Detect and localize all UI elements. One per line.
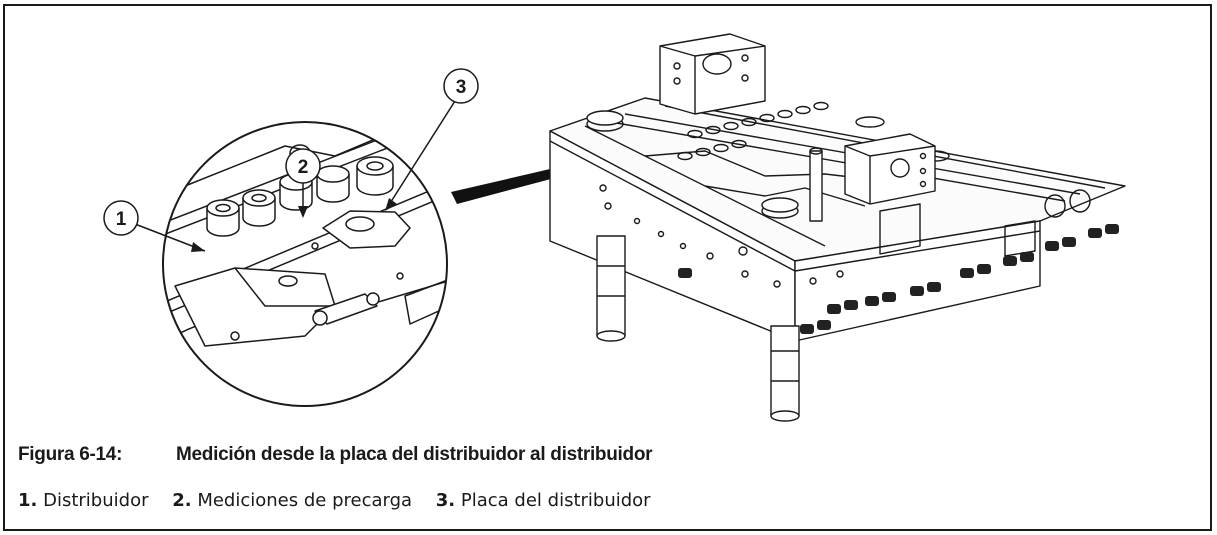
- callout-2: 2: [285, 148, 321, 184]
- svg-text:1: 1: [116, 209, 127, 230]
- manifold-assembly: [549, 33, 1126, 422]
- legend-item-number: 1.: [18, 490, 38, 511]
- zoom-detail: 1 2 3: [103, 68, 479, 407]
- legend-item-label: Placa del distribuidor: [460, 490, 651, 511]
- legend-item: 2. Mediciones de precarga: [172, 490, 412, 511]
- callout-1: 1: [103, 200, 139, 236]
- svg-text:2: 2: [298, 157, 309, 178]
- figure-title: Medición desde la placa del distribuidor…: [176, 444, 653, 465]
- legend-item-number: 2.: [172, 490, 192, 511]
- figure-frame: 1 2 3 Figura 6-14: Medición desde la plac…: [3, 4, 1212, 531]
- legend-item-number: 3.: [435, 490, 456, 511]
- legend-item-label: Distribuidor: [43, 490, 149, 511]
- figure-number: Figura 6-14:: [18, 444, 123, 465]
- legend-item-label: Mediciones de precarga: [197, 490, 413, 511]
- figure-caption: Figura 6-14: Medición desde la placa del …: [18, 444, 653, 466]
- legend-item: 1. Distribuidor: [18, 490, 148, 511]
- svg-text:3: 3: [456, 77, 467, 98]
- legend-item: 3. Placa del distribuidor: [436, 490, 651, 511]
- figure-illustration: 1 2 3: [5, 6, 1210, 436]
- manifold-drawing: 1 2 3: [103, 33, 1126, 422]
- callout-3: 3: [443, 68, 479, 104]
- figure-legend: 1. Distribuidor 2. Mediciones de precarg…: [18, 490, 669, 511]
